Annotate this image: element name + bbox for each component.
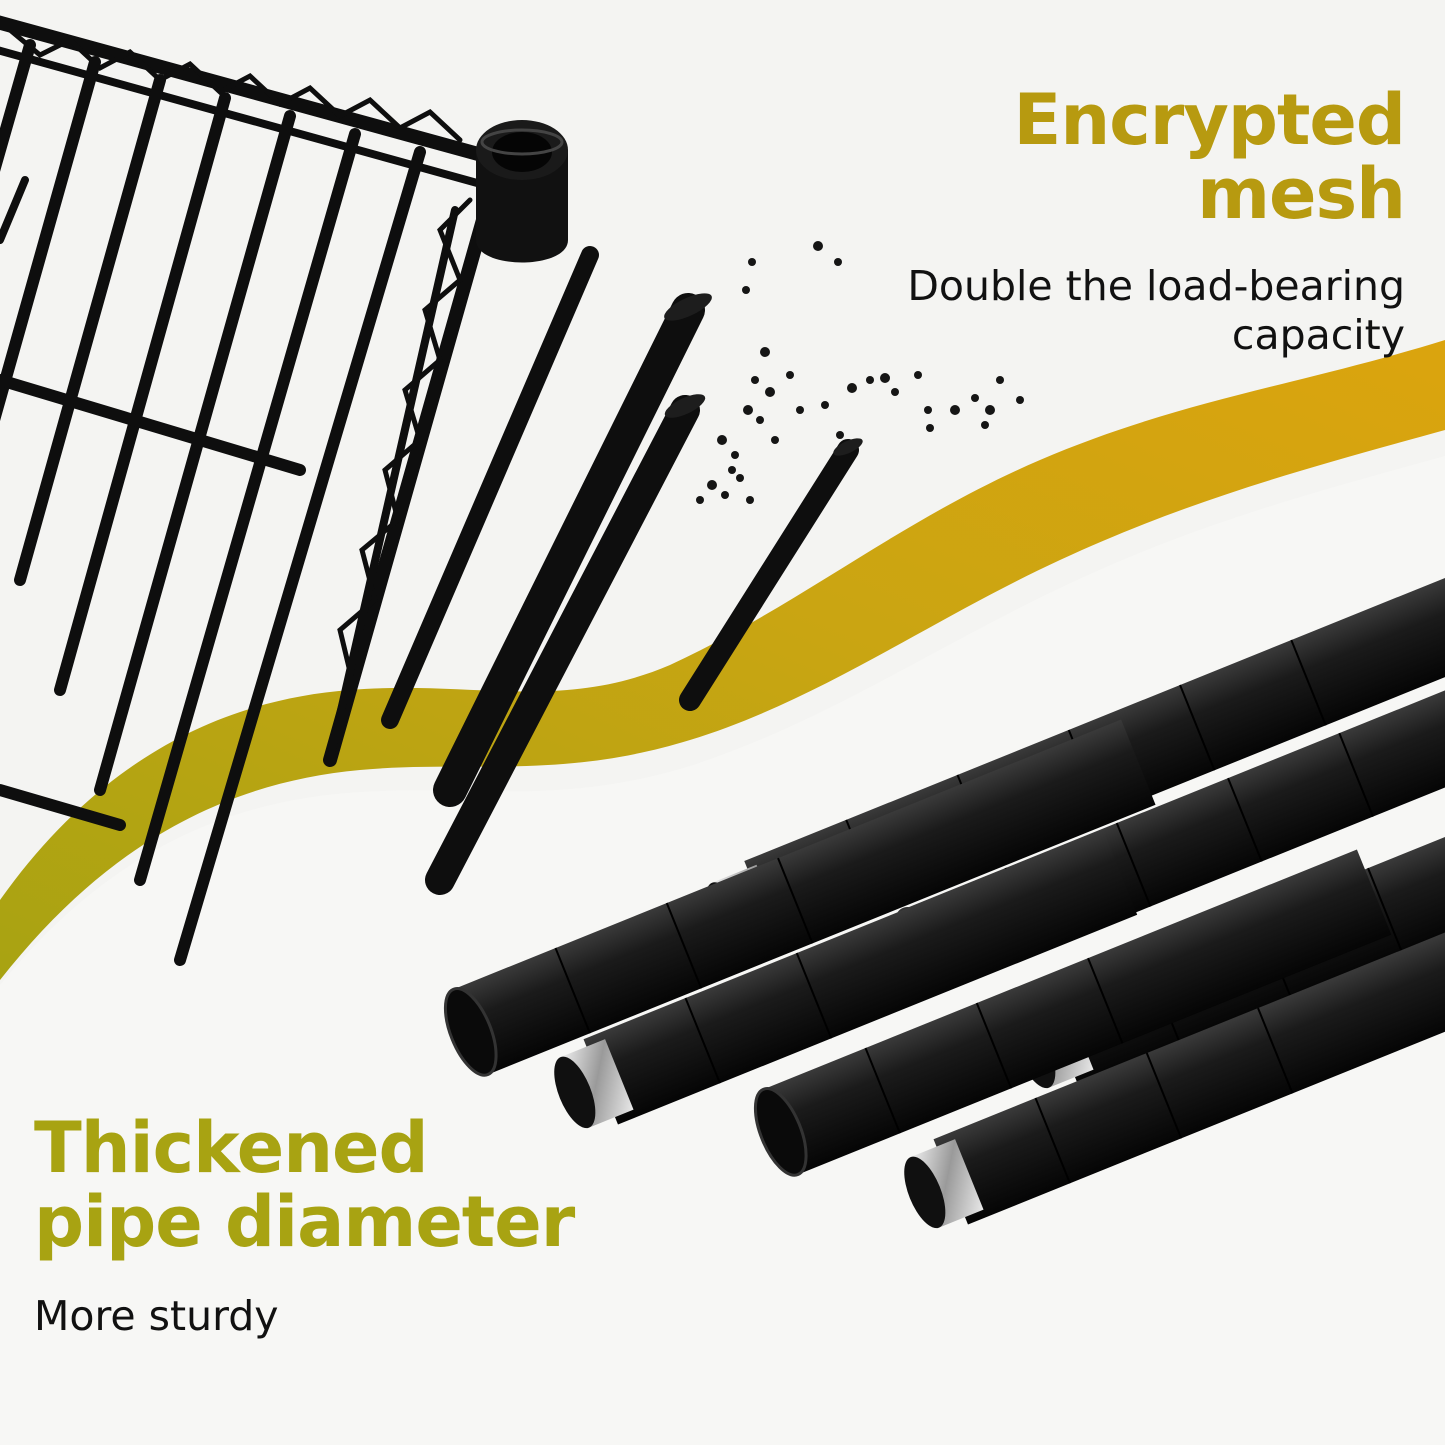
bottom-feature-subtitle: More sturdy bbox=[34, 1292, 279, 1340]
top-feature-title: Encrypted mesh bbox=[705, 79, 1406, 235]
bottom-feature-title: Thickened pipe diameter bbox=[34, 1107, 734, 1263]
metal-shavings bbox=[696, 241, 1024, 504]
top-title-line1: Encrypted bbox=[1013, 79, 1406, 161]
bottom-title-line2: pipe diameter bbox=[34, 1180, 575, 1263]
threaded-poles bbox=[443, 576, 1445, 1229]
top-feature-subtitle: Double the load-bearing capacity bbox=[705, 262, 1405, 360]
bottom-title-line1: Thickened bbox=[34, 1107, 429, 1189]
top-title-line2: mesh bbox=[1197, 152, 1406, 235]
top-subtitle-line1: Double the load-bearing bbox=[907, 262, 1405, 310]
cut-wire-rods bbox=[381, 246, 863, 895]
corner-sleeve bbox=[476, 120, 568, 263]
top-subtitle-line2: capacity bbox=[1231, 311, 1405, 360]
